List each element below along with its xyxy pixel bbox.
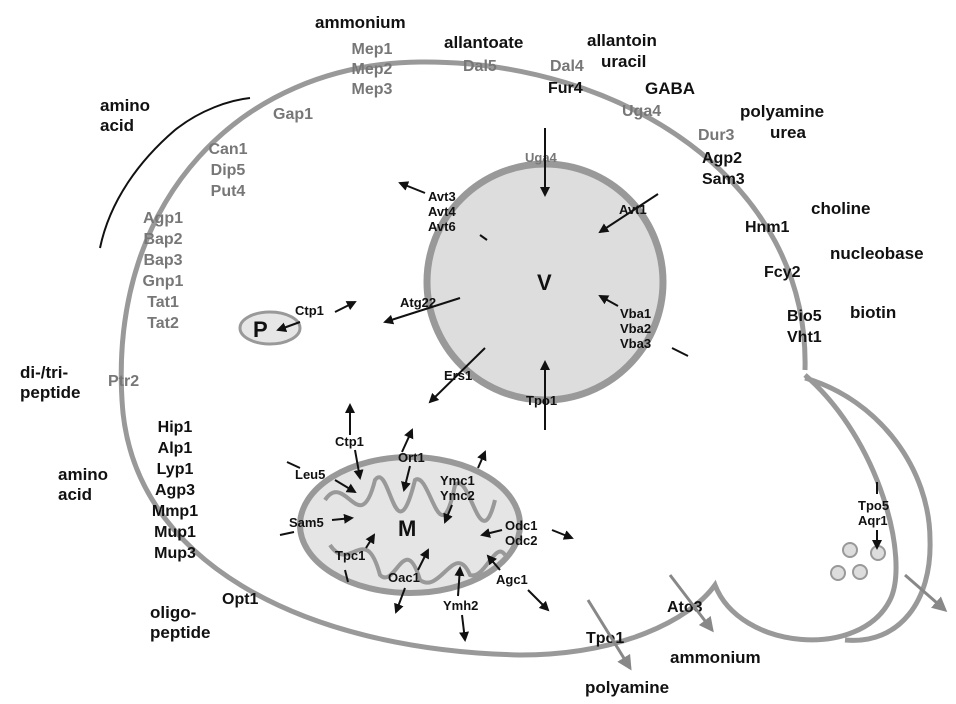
vac-uga4: Uga4 (525, 150, 558, 165)
mito-ort1-out (402, 430, 412, 452)
substrate-choline: choline (811, 199, 871, 218)
substrate-dipeptide: di-/tri-peptide (20, 363, 80, 402)
peroxisome-label: P (253, 317, 268, 342)
mito-oac1: Oac1 (388, 570, 420, 585)
substrate-polyamine-right: polyamine (740, 102, 824, 121)
pm-dal4: Dal4 (550, 58, 584, 75)
vac-vba-tail (672, 348, 688, 356)
mito-ort1: Ort1 (398, 450, 425, 465)
mito-odc-out (552, 530, 572, 538)
substrate-uracil: uracil (601, 52, 646, 71)
pm-dal5: Dal5 (463, 58, 497, 75)
perox-ctp1: Ctp1 (295, 303, 324, 318)
vac-avt-arrow (400, 183, 425, 193)
pm-opt1: Opt1 (222, 591, 259, 608)
vacuole-label: V (537, 270, 552, 295)
pm-gap1: Gap1 (273, 106, 313, 123)
peroxisome (240, 312, 300, 344)
substrate-oligopeptide: oligo-peptide (150, 603, 210, 642)
mito-ymh2-out (462, 615, 465, 640)
mito-tpc1: Tpc1 (335, 548, 365, 563)
mito-ymh2: Ymh2 (443, 598, 478, 613)
mito-leu5: Leu5 (295, 467, 325, 482)
mito-agc1: Agc1 (496, 572, 528, 587)
pm-fcy2: Fcy2 (764, 264, 801, 281)
mito-agc1-out (528, 590, 548, 610)
substrate-ammonium-top: ammonium (315, 13, 406, 32)
mito-ymc-out (478, 452, 485, 468)
substrate-urea: urea (770, 123, 806, 142)
pm-hnm1: Hnm1 (745, 219, 790, 236)
substrate-allantoin: allantoin (587, 31, 657, 50)
substrate-gaba: GABA (645, 79, 695, 98)
pm-ato3: Ato3 (667, 599, 703, 616)
pm-uga4: Uga4 (622, 103, 661, 120)
mito-ctp1: Ctp1 (335, 434, 364, 449)
vac-tpo1: Tpo1 (526, 393, 557, 408)
pm-fur4: Fur4 (548, 80, 583, 97)
substrate-allantoate: allantoate (444, 33, 523, 52)
pm-ptr2: Ptr2 (108, 373, 139, 390)
substrate-ammonium-bottom: ammonium (670, 648, 761, 667)
perox-ctp1-arrow-out (335, 302, 355, 312)
mito-sam5-tail (280, 532, 294, 535)
mitochondrion-label: M (398, 516, 416, 541)
pm-tpo1: Tpo1 (586, 630, 624, 647)
mito-sam5: Sam5 (289, 515, 324, 530)
pm-dur3: Dur3 (698, 127, 735, 144)
substrate-polyamine-bottom: polyamine (585, 678, 669, 697)
substrate-biotin: biotin (850, 303, 896, 322)
vesicles (831, 543, 885, 580)
substrate-nucleobase: nucleobase (830, 244, 924, 263)
mito-leu5-tail (287, 462, 300, 468)
